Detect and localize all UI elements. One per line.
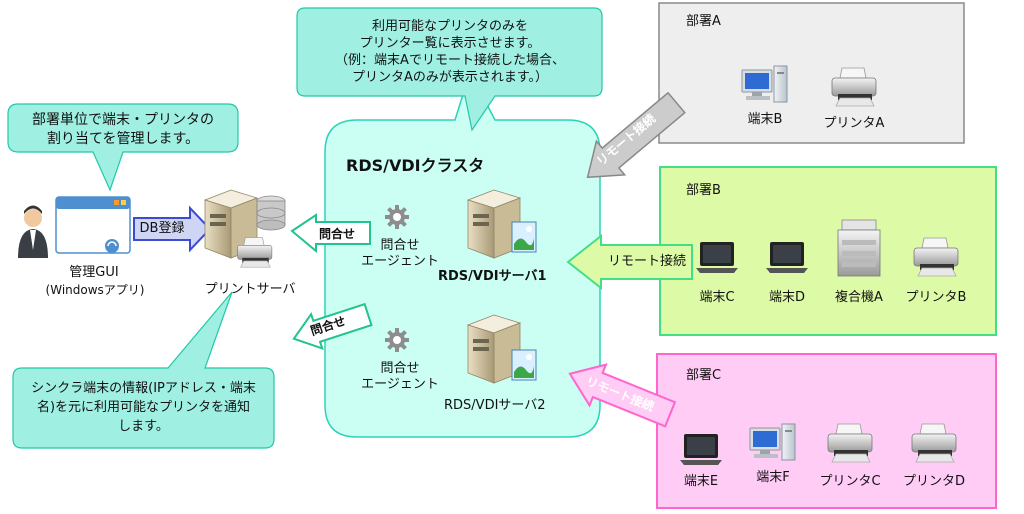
db-register-arrow	[133, 205, 212, 253]
agent2-label: 問合せ エージェント	[361, 361, 439, 392]
dept-c-device-3: プリンタC	[819, 474, 881, 489]
callout-bottom	[12, 291, 275, 449]
dept-a-pc-icon	[741, 65, 788, 103]
admin-gui-sublabel: (Windowsアプリ)	[45, 283, 145, 297]
db-register-label: DB登録	[139, 221, 185, 236]
dept-c-pc-icon	[749, 423, 796, 461]
dept-b-device-1: 端末C	[699, 290, 735, 305]
admin-window-icon	[55, 196, 131, 254]
dept-c-device-1: 端末E	[683, 474, 719, 489]
dept-a-device-1: 端末B	[747, 112, 783, 127]
remote-arrow-a	[586, 91, 686, 179]
dept-c-device-4: プリンタD	[902, 474, 965, 489]
dept-c-laptop-icon	[680, 434, 722, 465]
dept-b-device-4: プリンタB	[905, 290, 967, 305]
callout-top-text: 利用可能なプリンタのみを プリンター覧に表示させます。 （例：端末Aでリモート接…	[335, 19, 565, 85]
callout-top	[296, 7, 603, 132]
agent1-label: 問合せ エージェント	[361, 238, 439, 269]
dept-a-device-2: プリンタA	[823, 116, 885, 131]
print-server-label: プリントサーバ	[204, 282, 296, 297]
server1-label: RDS/VDIサーバ1	[438, 269, 547, 284]
dept-a-title: 部署A	[686, 14, 721, 29]
dept-b-device-2: 端末D	[768, 290, 805, 305]
callout-bottom-text: シンクラ端末の情報(IPアドレス・端末 名)を元に利用可能なプリンタを通知 しま…	[31, 381, 256, 434]
dept-a-box	[658, 2, 965, 144]
dept-b-laptop1-icon	[696, 242, 738, 273]
dept-b-mfp-icon	[837, 219, 881, 277]
remote-label-b: リモート接続	[608, 254, 687, 269]
user-icon	[18, 205, 48, 258]
query-arrow-bottom	[292, 302, 373, 351]
server2-label: RDS/VDIサーバ2	[444, 398, 546, 413]
dept-b-title: 部署B	[686, 183, 721, 198]
agent2-gear-icon	[385, 328, 409, 352]
agent1-gear-icon	[385, 205, 409, 229]
callout-left	[7, 103, 239, 192]
dept-c-device-2: 端末F	[756, 470, 790, 485]
remote-arrow-b	[566, 233, 693, 291]
callout-left-text: 部署単位で端末・プリンタの 割り当てを管理します。	[32, 112, 214, 147]
remote-arrow-c	[568, 363, 677, 428]
print-server-icon	[204, 189, 286, 268]
dept-b-laptop2-icon	[766, 242, 808, 273]
query-arrow-top	[290, 213, 371, 254]
query-label-top: 問合せ	[319, 227, 356, 241]
dept-b-device-3: 複合機A	[835, 290, 883, 305]
cluster-title: RDS/VDIクラスタ	[346, 156, 485, 175]
admin-gui-label: 管理GUI	[69, 265, 119, 280]
dept-c-title: 部署C	[686, 368, 722, 383]
